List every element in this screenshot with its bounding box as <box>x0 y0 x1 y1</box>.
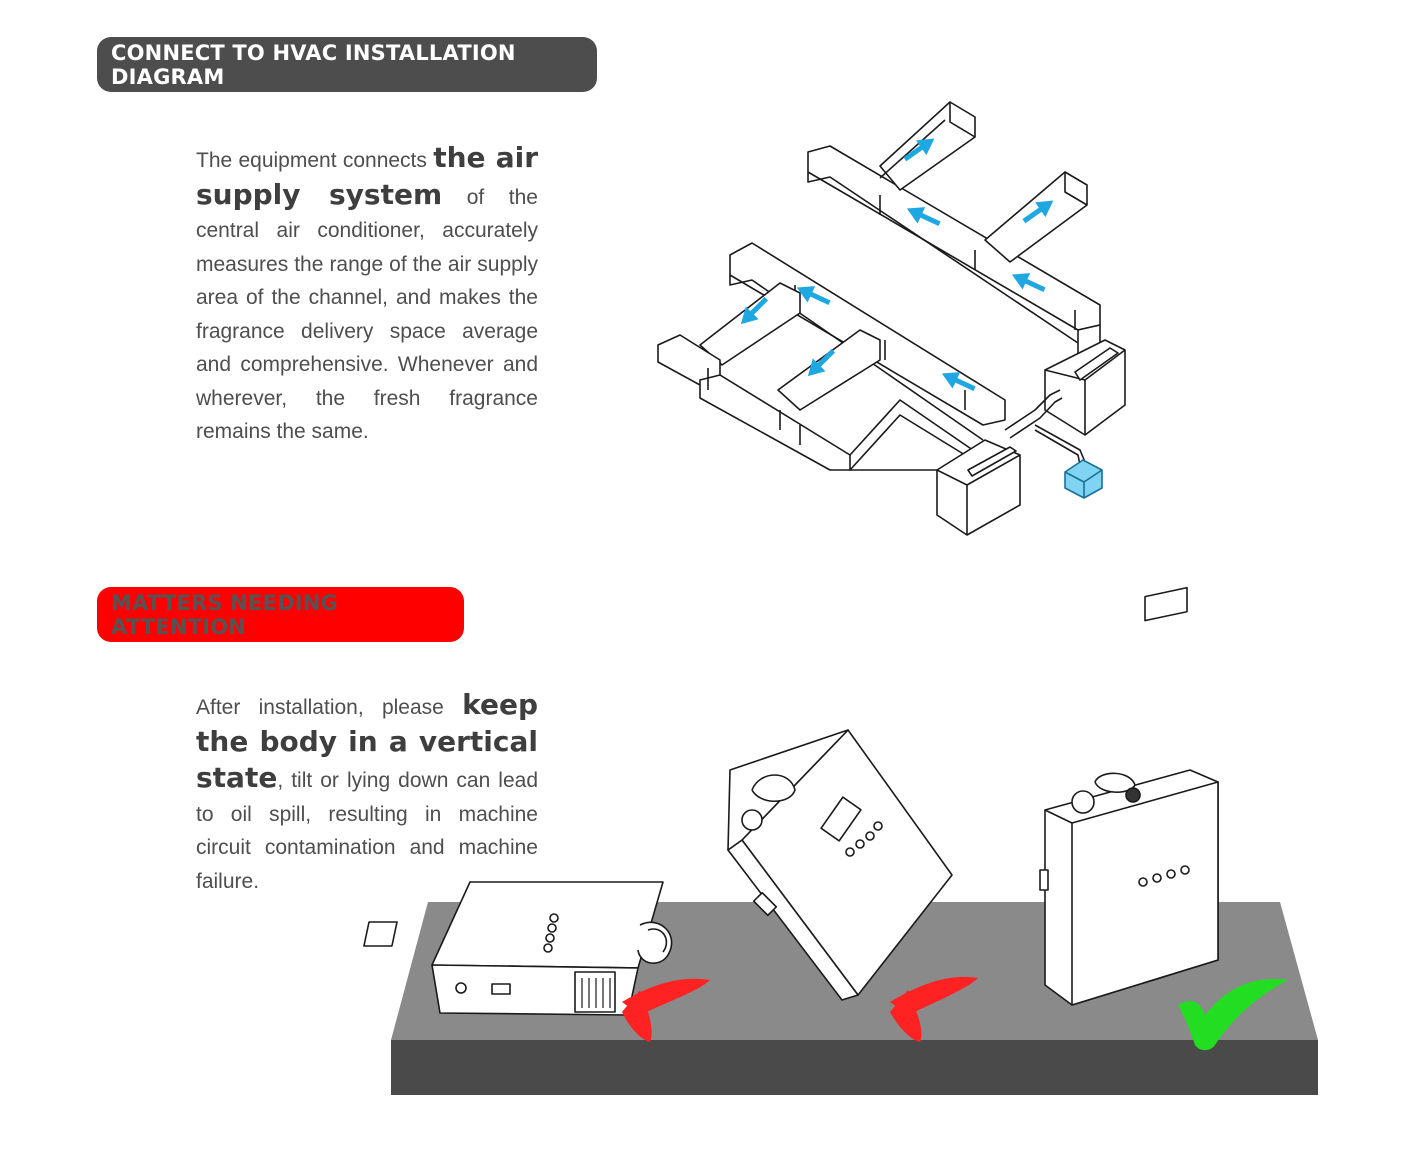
hvac-description: The equipment connects the air supply sy… <box>196 141 538 449</box>
cross-mark-icon <box>890 976 978 1042</box>
hvac-description-lead: The equipment connects <box>196 149 434 172</box>
hvac-description-rest: of the central air conditioner, accurate… <box>196 185 538 444</box>
section-title-hvac: CONNECT TO HVAC INSTALLATION DIAGRAM <box>97 37 597 92</box>
cross-mark-icon <box>622 978 710 1042</box>
attention-description-lead: After installation, please <box>196 696 463 719</box>
device-vertical <box>1039 586 1219 1006</box>
section-title-hvac-text: CONNECT TO HVAC INSTALLATION DIAGRAM <box>111 40 516 89</box>
device-lying-down <box>363 881 673 1016</box>
hvac-duct-diagram <box>657 101 1126 536</box>
attention-description: After installation, please keep the body… <box>196 688 538 898</box>
hvac-description-highlight: the air supply system <box>196 141 539 211</box>
section-title-attention: MATTERS NEEDING ATTENTION <box>97 587 464 642</box>
attention-description-rest: , tilt or lying down can lead to oil spi… <box>196 769 538 893</box>
attention-description-highlight: keep the body in a vertical state <box>196 688 538 794</box>
device-tilted <box>727 729 953 1001</box>
section-title-attention-text: MATTERS NEEDING ATTENTION <box>111 590 338 639</box>
check-mark-icon <box>1178 979 1288 1051</box>
